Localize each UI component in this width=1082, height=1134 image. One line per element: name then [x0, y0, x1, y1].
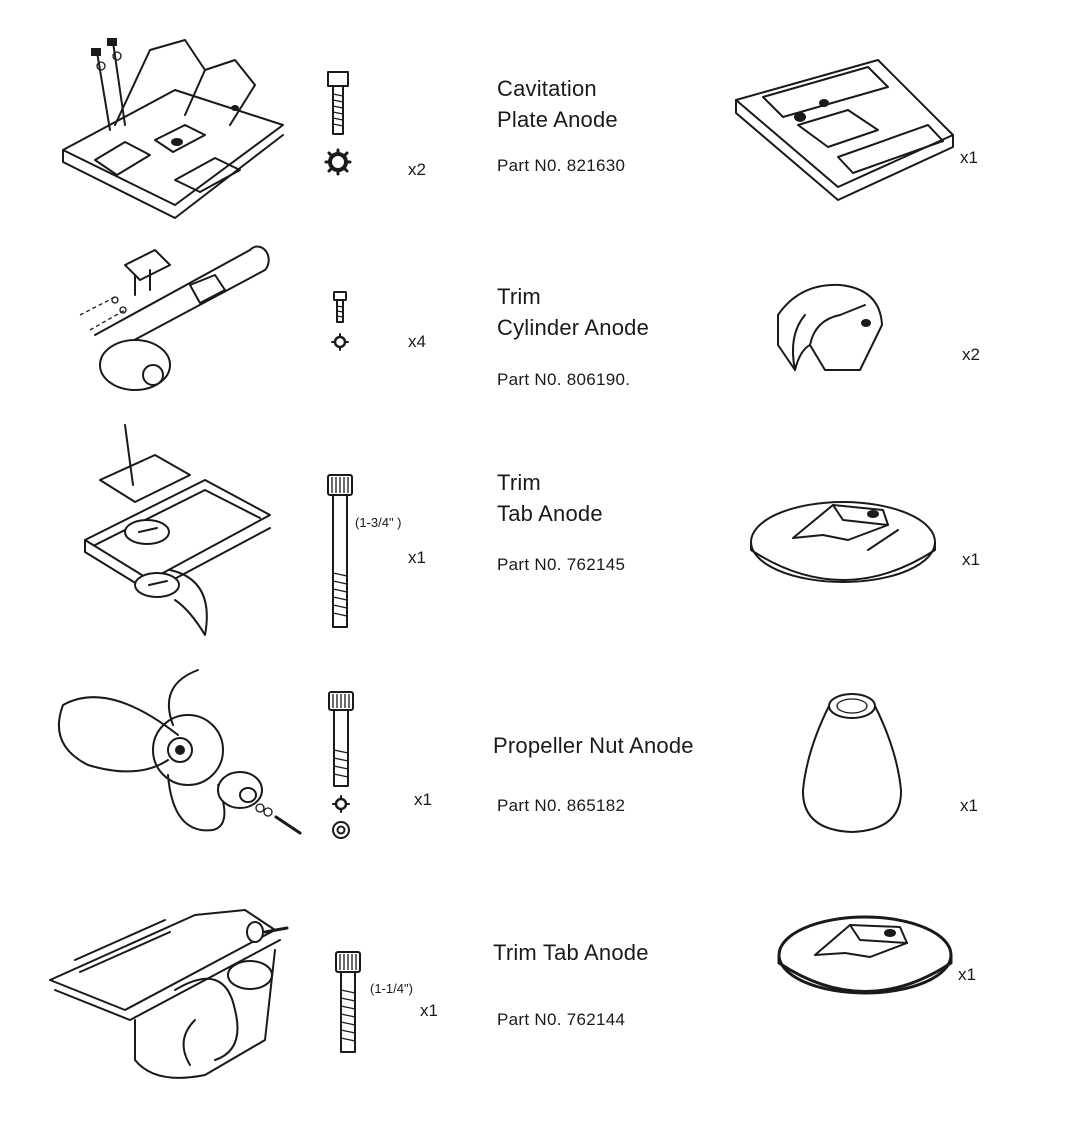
small-bolt-and-washer-icon [331, 291, 349, 351]
bolt-washer-and-flat-washer-icon [328, 691, 354, 839]
lower-unit-trim-tab-install-illustration [49, 909, 289, 1079]
trim-cylinder-anode-illustration [777, 283, 883, 371]
part-name-line: Trim [497, 470, 541, 495]
part-row-trim-cylinder: x4 Trim Cylinder Anode Part N0. 806190. … [0, 215, 1082, 415]
part-row-trim-tab-762144: (1-1/4") x1 Trim Tab Anode Part N0. 7621… [0, 875, 1082, 1100]
trim-tab-install-illustration [84, 424, 271, 636]
anode-quantity: x1 [960, 796, 978, 815]
hardware-quantity: x1 [414, 790, 432, 809]
part-name: Cavitation Plate Anode [497, 73, 618, 135]
part-name: Trim Cylinder Anode [497, 281, 649, 343]
bolt-length-label: (1-3/4" ) [355, 515, 402, 530]
part-number: Part N0. 762144 [497, 1010, 626, 1029]
trim-tab-anode-illustration [777, 915, 953, 995]
trim-tab-anode-illustration [750, 501, 936, 583]
part-number: Part N0. 865182 [497, 796, 626, 815]
part-name-line: Propeller Nut Anode [493, 733, 694, 758]
part-row-trim-tab-762145: (1-3/4" ) x1 Trim Tab Anode Part N0. 762… [0, 415, 1082, 650]
cavitation-plate-anode-illustration [735, 59, 954, 201]
part-name: Propeller Nut Anode [493, 730, 694, 761]
part-name-line: Cavitation [497, 76, 597, 101]
part-name: Trim Tab Anode [493, 937, 649, 968]
part-row-cavitation-plate: x2 Cavitation Plate Anode Part N0. 82163… [0, 0, 1082, 219]
part-name: Trim Tab Anode [497, 467, 603, 529]
long-bolt-icon [327, 474, 353, 628]
cavitation-plate-install-illustration [62, 38, 284, 219]
part-number: Part N0. 821630 [497, 156, 626, 175]
part-name-line: Plate Anode [497, 107, 618, 132]
bolt-and-lock-washer-icon [324, 71, 352, 176]
part-name-line: Cylinder Anode [497, 315, 650, 340]
propeller-nut-anode-illustration [801, 693, 903, 833]
anode-quantity: x1 [960, 148, 978, 167]
bolt-length-label: (1-1/4") [370, 981, 413, 996]
hardware-quantity: x4 [408, 332, 426, 351]
medium-bolt-icon [335, 951, 361, 1053]
part-number: Part N0. 762145 [497, 555, 626, 574]
hardware-quantity: x1 [420, 1001, 438, 1020]
anode-quantity: x2 [962, 345, 980, 364]
anode-quantity: x1 [962, 550, 980, 569]
part-number: Part N0. 806190. [497, 370, 631, 389]
hardware-quantity: x2 [408, 160, 426, 179]
trim-cylinder-install-illustration [79, 245, 270, 391]
part-row-propeller-nut: x1 Propeller Nut Anode Part N0. 865182 x… [0, 650, 1082, 875]
part-name-line: Trim [497, 284, 541, 309]
part-name-line: Trim Tab Anode [493, 940, 649, 965]
part-name-line: Tab Anode [497, 501, 603, 526]
anode-quantity: x1 [958, 965, 976, 984]
propeller-nut-install-illustration [58, 669, 302, 835]
hardware-quantity: x1 [408, 548, 426, 567]
